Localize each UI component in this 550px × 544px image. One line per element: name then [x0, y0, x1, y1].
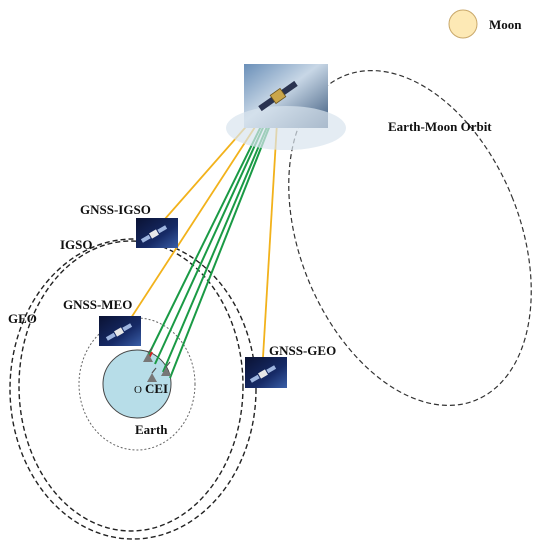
igso-label: IGSO: [60, 237, 93, 252]
moon-label: Moon: [489, 17, 522, 32]
antenna-icon: [147, 367, 157, 382]
earth-label: Earth: [135, 422, 168, 437]
geo-orbit: [9, 238, 257, 540]
link-green-2: [154, 107, 273, 365]
link-green-4: [169, 109, 277, 379]
spacecraft-icon: [258, 80, 298, 112]
ground-stations: [143, 347, 171, 382]
earth-moon-orbit: [288, 69, 532, 407]
geo-label: GEO: [8, 311, 37, 326]
link-green-3: [162, 107, 276, 373]
gnss-geo-satellite-icon: [245, 357, 287, 388]
gnss-igso-label: GNSS-IGSO: [80, 202, 151, 217]
moon-legend-icon: [448, 9, 478, 39]
antenna-icon: [143, 347, 153, 362]
lunar-spacecraft-image: [226, 64, 346, 150]
link-green-1: [147, 107, 271, 357]
gnss-meo-label: GNSS-MEO: [63, 297, 132, 312]
earth-moon-orbit-label: Earth-Moon Orbit: [388, 119, 492, 134]
igso-orbit: [18, 240, 244, 532]
link-yellow-geo: [261, 105, 279, 375]
antenna-icon: [161, 361, 171, 376]
gnss-igso-satellite-icon: [136, 218, 178, 248]
gnss-geo-label: GNSS-GEO: [269, 343, 336, 358]
origin-label: O: [134, 384, 142, 396]
gnss-meo-satellite-icon: [99, 316, 141, 346]
cei-label: CEI: [145, 381, 168, 396]
earth: [102, 349, 172, 419]
